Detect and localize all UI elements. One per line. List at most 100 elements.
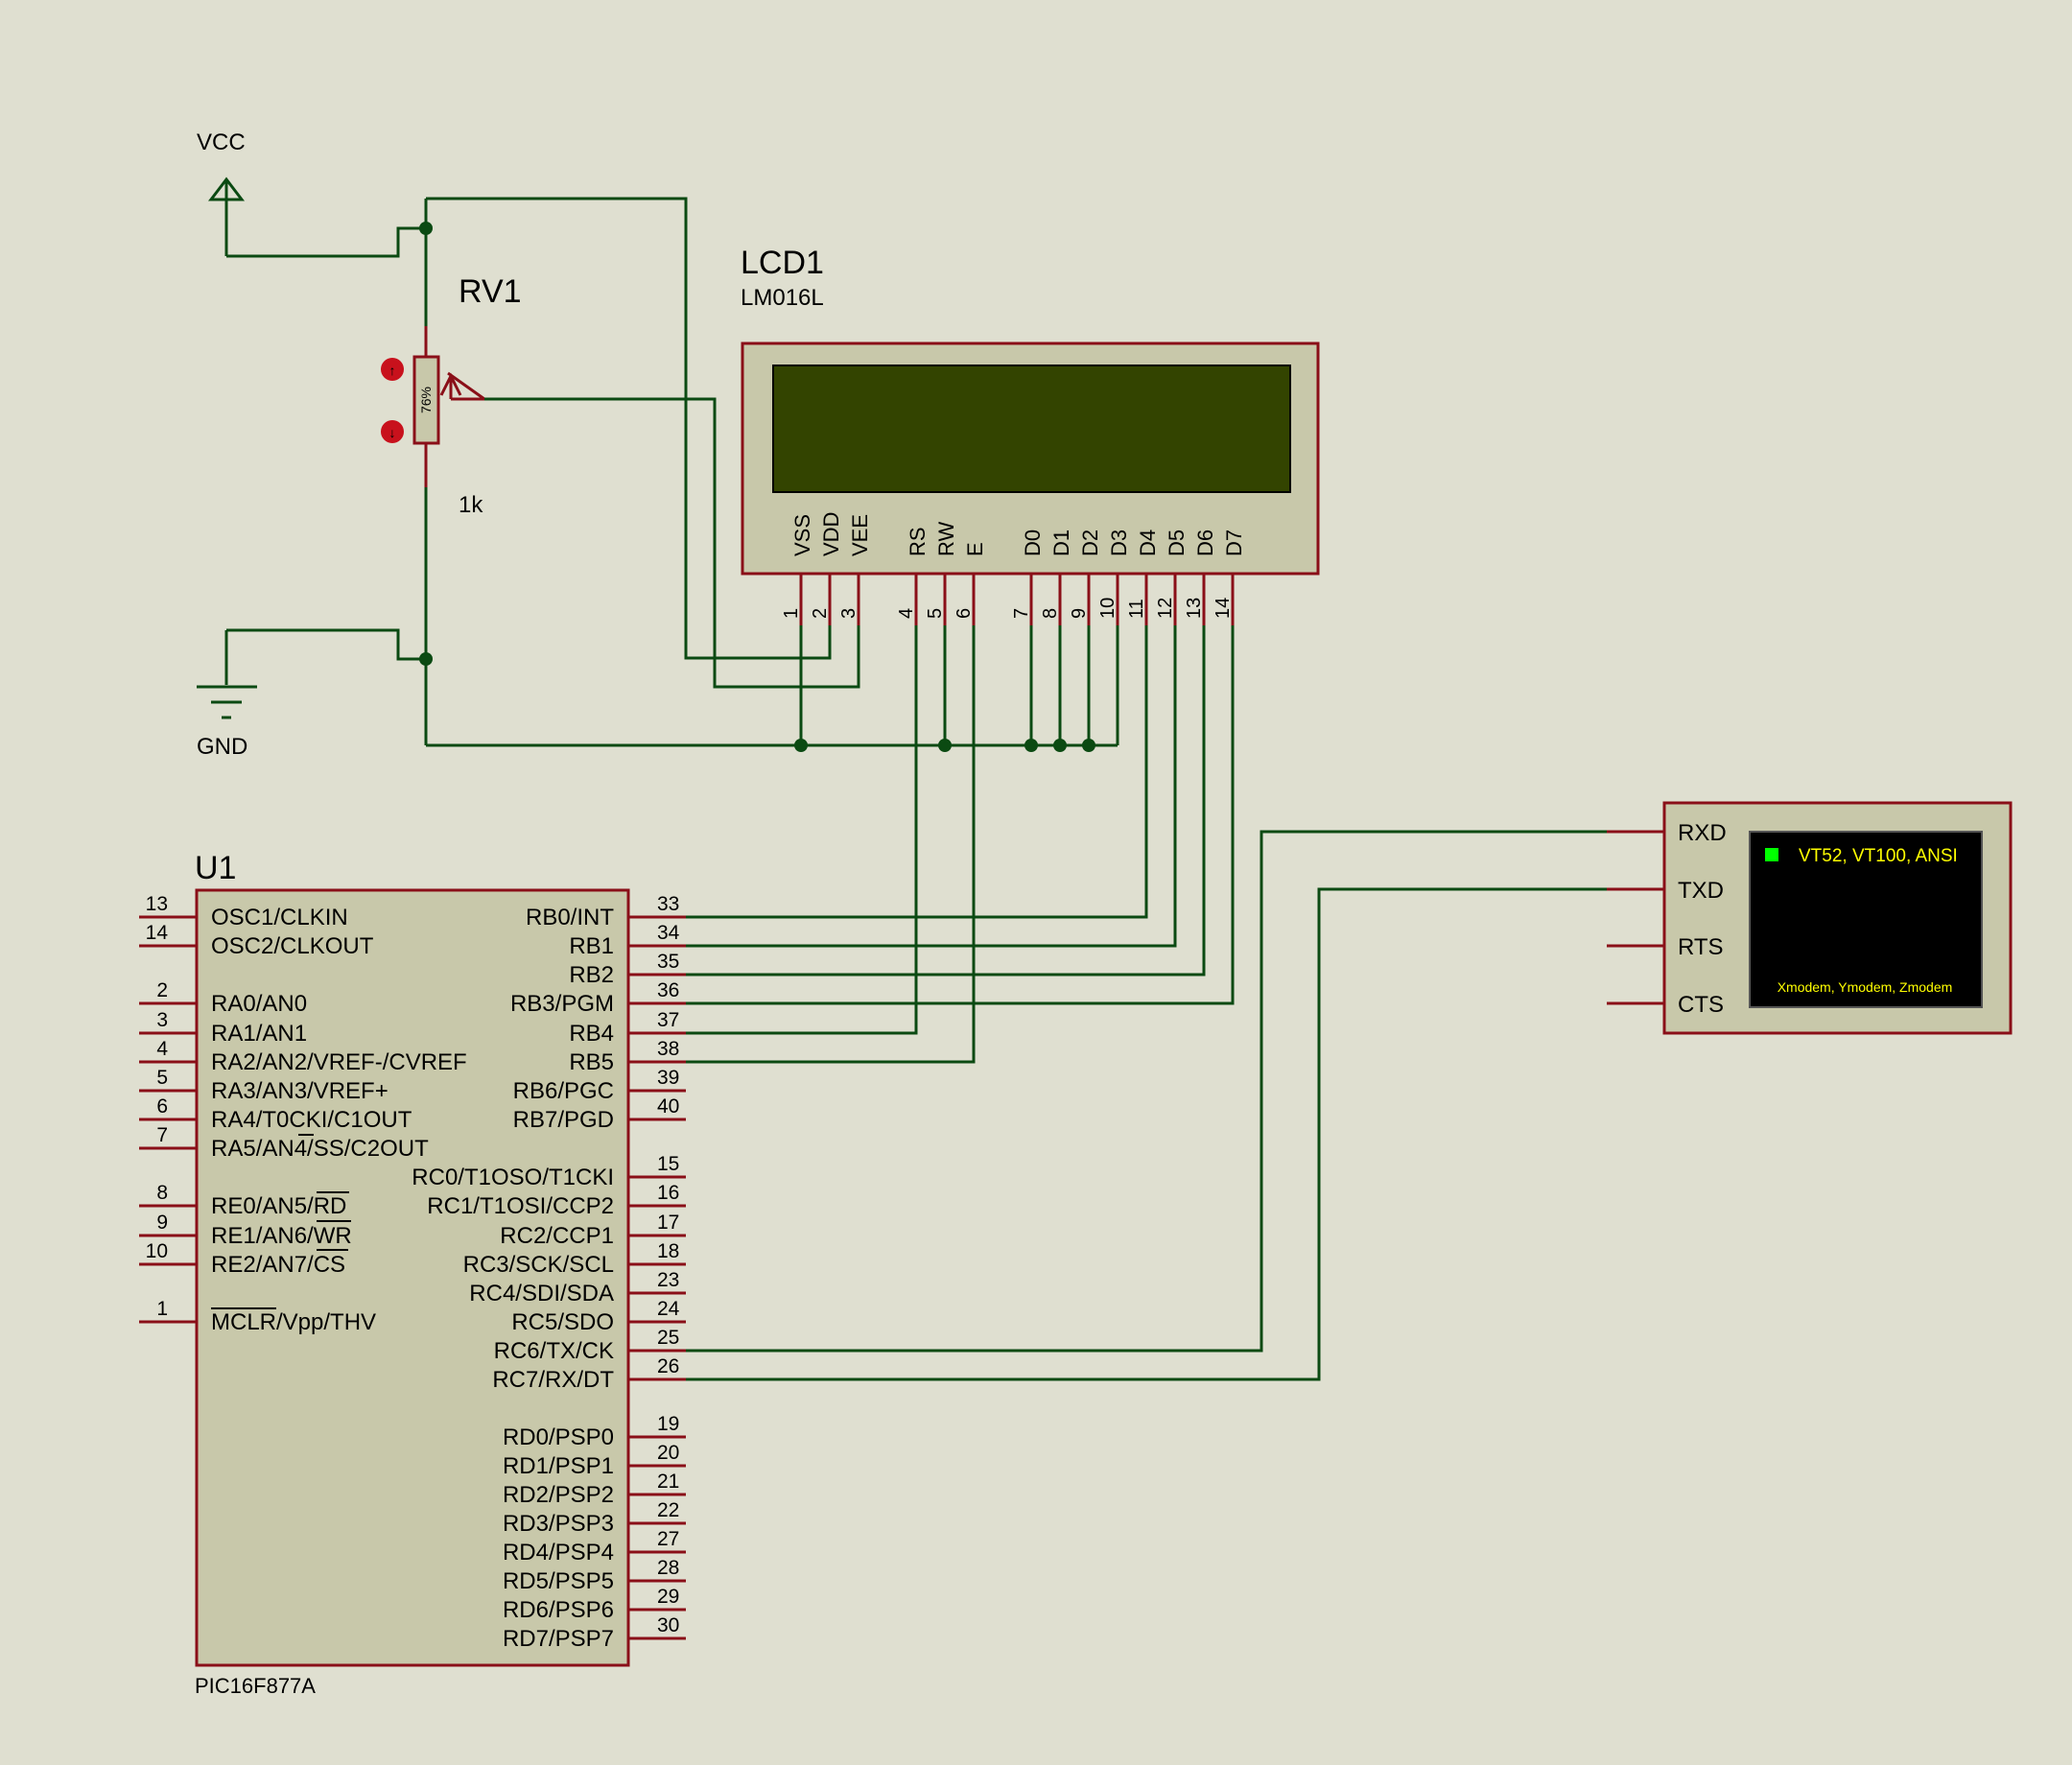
- lcd-pin-number: 9: [1069, 608, 1090, 619]
- virtual-terminal[interactable]: VT52, VT100, ANSI Xmodem, Ymodem, Zmodem…: [1607, 801, 2013, 1035]
- lcd-screen: [772, 365, 1291, 493]
- terminal-pin-name: RTS: [1678, 934, 1724, 960]
- lcd-pin-number: 1: [781, 608, 802, 619]
- mcu-pin-number: 28: [657, 1557, 679, 1579]
- mcu-pin-number: 34: [657, 922, 680, 944]
- mcu-pin-number: 7: [156, 1124, 168, 1146]
- mcu-pin-name: RA4/T0CKI/C1OUT: [211, 1107, 412, 1133]
- vcc-terminal[interactable]: VCC: [197, 129, 246, 256]
- terminal-pin-txd[interactable]: TXD: [1607, 878, 1724, 904]
- mcu-pin-name: RE0/AN5/RD: [211, 1193, 346, 1219]
- lcd-pin-d2[interactable]: D29: [1069, 530, 1102, 625]
- pot-increment-button[interactable]: ↑: [381, 358, 404, 381]
- mcu-pin-number: 25: [657, 1327, 679, 1349]
- pot-value-label: 1k: [459, 492, 483, 518]
- mcu-pin-name: RC4/SDI/SDA: [469, 1281, 614, 1306]
- lcd-pin-name: VDD: [819, 512, 843, 556]
- lcd-module[interactable]: LCD1 LM016L VSS1VDD2VEE3RS4RW5E6D07D18D2…: [741, 245, 1320, 625]
- lcd-pin-d0[interactable]: D07: [1011, 530, 1045, 625]
- pot-decrement-button[interactable]: ↓: [381, 420, 404, 443]
- mcu-pin-name: RA1/AN1: [211, 1021, 307, 1047]
- mcu-pin-number: 35: [657, 951, 679, 973]
- lcd-pin-d1[interactable]: D18: [1040, 530, 1073, 625]
- lcd-ref-label: LCD1: [741, 245, 824, 281]
- potentiometer-rv1[interactable]: RV1 1k 76% ↑ ↓: [381, 273, 522, 518]
- terminal-pin-rts[interactable]: RTS: [1607, 934, 1724, 960]
- mcu-ref-label: U1: [195, 850, 236, 886]
- mcu-pin-name: RA0/AN0: [211, 991, 307, 1017]
- mcu-pin-number: 29: [657, 1586, 679, 1608]
- mcu-u1[interactable]: U1 PIC16F877A 13OSC1/CLKIN14OSC2/CLKOUT2…: [139, 850, 686, 1698]
- mcu-pin-name: RE2/AN7/CS: [211, 1252, 345, 1278]
- terminal-cursor-icon: [1765, 848, 1778, 861]
- terminal-line-2: Xmodem, Ymodem, Zmodem: [1778, 979, 1953, 995]
- mcu-pin-number: 19: [657, 1413, 679, 1435]
- gnd-terminal[interactable]: GND: [197, 630, 257, 760]
- mcu-pin-number: 9: [156, 1212, 168, 1234]
- mcu-pin-number: 37: [657, 1009, 679, 1031]
- mcu-pin-name: RD1/PSP1: [503, 1453, 614, 1479]
- mcu-pin-name: RB6/PGC: [513, 1078, 614, 1104]
- lcd-pin-rs[interactable]: RS4: [896, 527, 930, 625]
- lcd-pin-rw[interactable]: RW5: [925, 522, 958, 625]
- lcd-pin-e[interactable]: E6: [954, 542, 987, 625]
- mcu-pin-name: OSC1/CLKIN: [211, 905, 348, 930]
- mcu-pin-name: RB3/PGM: [510, 991, 614, 1017]
- terminal-pin-rxd[interactable]: RXD: [1607, 820, 1727, 846]
- mcu-pin-name: RB2: [569, 962, 614, 988]
- mcu-pin-name: RD4/PSP4: [503, 1540, 614, 1565]
- mcu-pin-name: RB0/INT: [526, 905, 614, 930]
- lcd-pin-number: 3: [838, 608, 859, 619]
- vcc-label: VCC: [197, 129, 246, 155]
- mcu-pin-name: RD0/PSP0: [503, 1424, 614, 1450]
- lcd-pin-number: 6: [954, 608, 975, 619]
- mcu-pin-name: OSC2/CLKOUT: [211, 933, 374, 959]
- terminal-pin-cts[interactable]: CTS: [1607, 992, 1724, 1018]
